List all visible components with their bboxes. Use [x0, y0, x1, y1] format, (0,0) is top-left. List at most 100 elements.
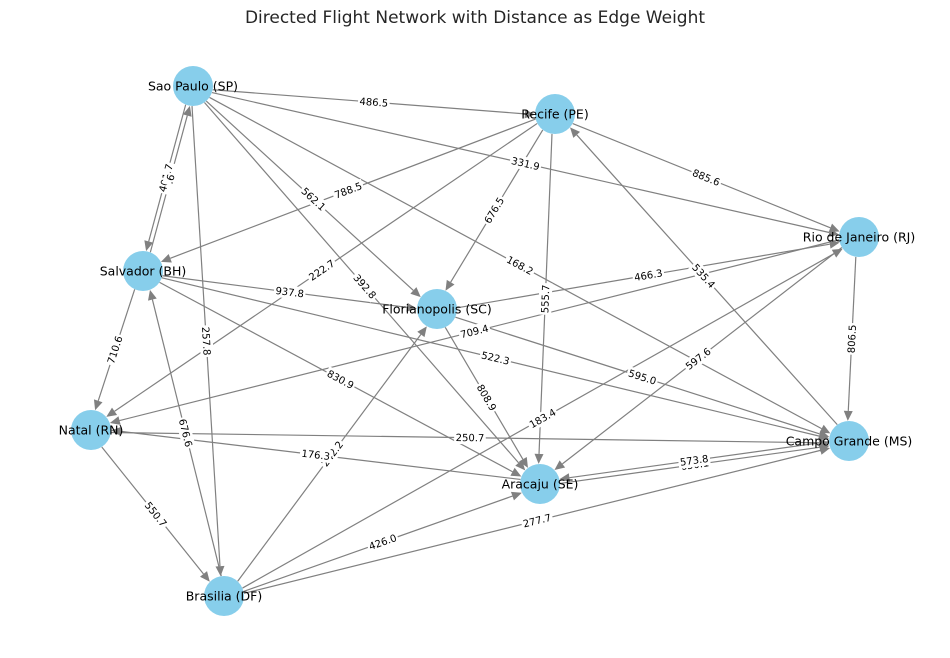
- edge-label-group: 331.9: [508, 153, 543, 174]
- edge-weight-label: 710.6: [106, 335, 125, 366]
- arrowhead-DF-RJ: [831, 248, 843, 258]
- node-pe: [535, 94, 575, 134]
- edge-label-background: [140, 497, 171, 531]
- edge-weight-label: 277.7: [522, 513, 552, 531]
- edge-label-group: 426.0: [365, 530, 400, 554]
- arrowhead-BH-RN: [93, 399, 103, 411]
- edge-label-background: [525, 404, 560, 432]
- node-label-rn: Natal (RN): [59, 423, 124, 438]
- edge-weight-label: 522.3: [480, 350, 510, 367]
- node-label-sp: Sao Paulo (SP): [148, 79, 238, 94]
- edge-label-background: [681, 343, 715, 374]
- edge-label-group: 183.4: [525, 404, 560, 432]
- edge-label-background: [631, 266, 666, 285]
- edge-label-background: [844, 322, 860, 356]
- arrowhead-MS-PE: [570, 127, 581, 138]
- edge-weight-label: 250.7: [456, 433, 485, 444]
- arrowhead-RJ-RN: [109, 416, 121, 425]
- edge-label-background: [103, 332, 127, 367]
- edge-label-background: [273, 283, 307, 301]
- edge-label-group: 788.5: [331, 178, 366, 203]
- node-rj: [839, 217, 879, 257]
- edge-label-background: [689, 165, 724, 190]
- edge-label-group: 595.0: [625, 366, 660, 389]
- edge-label-group: 573.8: [677, 451, 711, 469]
- edge-label-background: [457, 321, 492, 342]
- edge-label-background: [472, 380, 501, 415]
- node-df: [204, 576, 244, 616]
- edge-label-background: [538, 282, 553, 315]
- edge-label-group: 392.8: [349, 270, 381, 303]
- node-label-se: Aracaju (SE): [502, 477, 579, 492]
- edge-weight-label: 486.5: [359, 97, 388, 110]
- node-label-ms: Campo Grande (MS): [786, 434, 913, 449]
- edge-label-background: [331, 178, 366, 203]
- edge-weight-label: 937.8: [275, 286, 305, 301]
- node-label-pe: Recife (PE): [521, 107, 588, 122]
- edge-label-background: [297, 183, 330, 215]
- arrowhead-BH-SE: [510, 467, 522, 477]
- edge-label-group: 830.9: [323, 366, 358, 393]
- arrowhead-BH-SP: [182, 105, 192, 117]
- arrowhead-DF-BH: [148, 289, 157, 301]
- edge-weight-label: 709.4: [459, 324, 489, 342]
- edge-weight-label: 176.3: [301, 449, 331, 463]
- arrowhead-SP-BH: [144, 240, 154, 252]
- edge-label-background: [454, 430, 486, 445]
- node-label-df: Brasilia (DF): [186, 589, 263, 604]
- nodes-layer: Sao Paulo (SP) Recife (PE) Rio de Janeiro …: [59, 66, 915, 616]
- edge-label-background: [520, 510, 554, 531]
- edge-weight-label: 331.9: [510, 156, 540, 173]
- edge-label-group: 277.7: [520, 510, 554, 531]
- edge-label-group: 937.8: [273, 283, 307, 301]
- edge-labels-layer: 486.5331.9562.1392.8168.2257.8401.7.6788…: [103, 94, 860, 554]
- edge-weight-label: 573.8: [679, 454, 709, 469]
- edge-label-group: 250.7: [454, 430, 486, 445]
- edge-label-background: [299, 446, 333, 464]
- edge-label-background: [478, 348, 513, 369]
- edge-label-group: 486.5: [357, 94, 391, 110]
- edge-label-group: 522.3: [478, 348, 513, 369]
- arrowhead-PE-SE: [534, 453, 544, 464]
- edge-weight-label: 595.0: [627, 368, 658, 387]
- edge-label-background: [357, 94, 391, 110]
- edge-label-group: .6: [162, 171, 179, 187]
- edge-label-group: 676.5: [480, 193, 508, 228]
- edge-label-background: [502, 252, 537, 279]
- arrowhead-DF-SC: [417, 326, 427, 338]
- edge-weight-label: 257.8: [199, 327, 212, 356]
- arrowhead-MS-SE: [559, 473, 571, 483]
- arrowhead-BH-SC: [406, 302, 417, 312]
- node-sc: [417, 289, 457, 329]
- edge-label-background: [688, 259, 720, 293]
- edge-label-background: [323, 366, 358, 393]
- edge-label-group: 176.3: [299, 446, 333, 464]
- edge-label-background: [625, 366, 660, 389]
- edge-label-group: 550.7: [140, 497, 171, 531]
- edge-label-group: 555.7: [538, 282, 553, 315]
- edge-label-background: [677, 451, 711, 469]
- arrowhead-RJ-SE: [554, 460, 566, 471]
- edge-weight-label: 806.5: [847, 324, 859, 353]
- edge-label-group: 222.7: [305, 255, 339, 285]
- edge-label-background: [198, 324, 214, 358]
- edge-label-group: 709.4: [457, 321, 492, 342]
- edge-label-background: [508, 153, 543, 174]
- edge-label-group: 808.9: [472, 380, 501, 415]
- node-label-bh: Salvador (BH): [100, 264, 187, 279]
- edge-weight-label: 555.7: [540, 284, 552, 313]
- arrowhead-SC-MS: [818, 429, 830, 439]
- node-se: [520, 464, 560, 504]
- arrowhead-PE-SC: [445, 279, 455, 291]
- node-label-rj: Rio de Janeiro (RJ): [803, 230, 915, 245]
- arrowhead-PE-RN: [106, 407, 118, 417]
- edge-label-group: 597.6: [681, 343, 715, 374]
- edge-label-background: [365, 530, 400, 554]
- node-sp: [173, 66, 213, 106]
- node-label-sc: Florianopolis (SC): [382, 302, 492, 317]
- edge-weight-label: 466.3: [633, 268, 663, 284]
- edge-label-group: 885.6: [689, 165, 724, 190]
- arrowhead-RJ-MS: [843, 410, 853, 421]
- arrowhead-PE-BH: [160, 254, 172, 263]
